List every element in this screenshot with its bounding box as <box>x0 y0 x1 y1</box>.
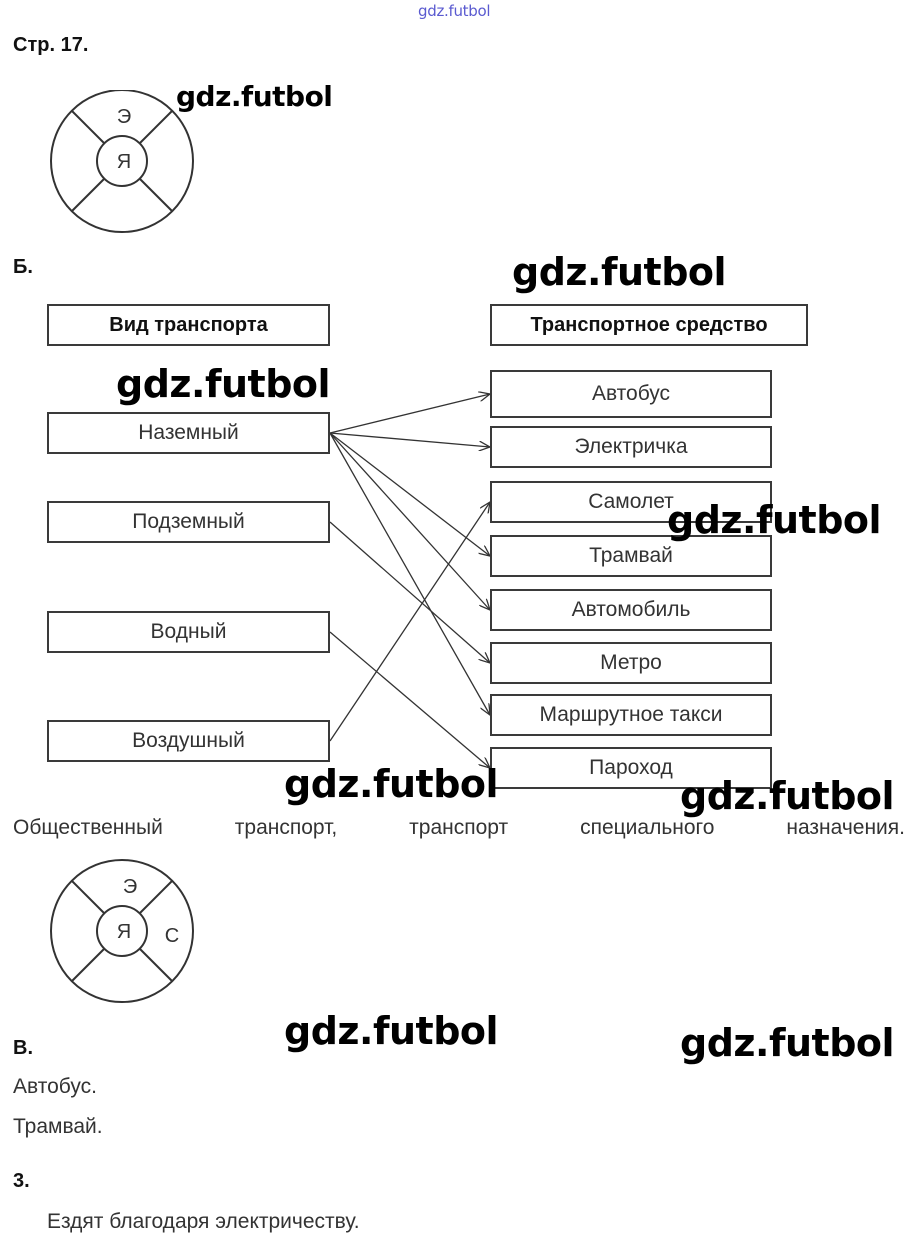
section-v-line: Автобус. <box>13 1075 97 1098</box>
left-item-podzemny: Подземный <box>47 501 330 543</box>
right-item-label: Автомобиль <box>571 598 691 621</box>
left-item-label: Водный <box>150 620 227 643</box>
right-item-marshrutnoe-taksi: Маршрутное такси <box>490 694 772 736</box>
sector-line <box>71 948 105 982</box>
inner-circle <box>96 905 148 957</box>
sector-line <box>71 178 105 212</box>
connector-arrow <box>329 432 490 556</box>
sector-line <box>139 178 173 212</box>
right-item-label: Пароход <box>589 756 673 779</box>
watermark: gdz.futbol <box>512 250 727 294</box>
right-item-label: Маршрутное такси <box>539 703 723 726</box>
summary-word: транспорт <box>409 816 509 839</box>
right-item-samolet: Самолет <box>490 481 772 523</box>
right-item-tramvay: Трамвай <box>490 535 772 577</box>
right-item-metro: Метро <box>490 642 772 684</box>
watermark: gdz.futbol <box>680 1021 895 1065</box>
section-v-label: В. <box>13 1037 33 1059</box>
right-item-elektrichka: Электричка <box>490 426 772 468</box>
watermark: gdz.futbol <box>284 762 499 806</box>
outer-circle <box>50 859 194 1003</box>
watermark: gdz.futbol <box>284 1009 499 1053</box>
right-item-avtomobil: Автомобиль <box>490 589 772 631</box>
left-item-label: Наземный <box>138 421 239 444</box>
watermark: gdz.futbol <box>176 80 333 113</box>
right-header-box: Транспортное средство <box>490 304 808 346</box>
circle-diagram-1: Э Я <box>50 90 194 233</box>
watermark: gdz.futbol <box>667 498 882 542</box>
right-item-avtobus: Автобус <box>490 370 772 418</box>
watermark: gdz.futbol <box>680 774 895 818</box>
connector-arrow <box>329 502 490 742</box>
sector-line <box>139 880 173 914</box>
left-item-label: Подземный <box>132 510 245 533</box>
connector-arrow <box>329 521 490 663</box>
circle2-right-label: С <box>165 925 179 947</box>
circle2-inner-label: Я <box>117 921 131 943</box>
inner-circle <box>96 135 148 187</box>
left-item-vozdushny: Воздушный <box>47 720 330 762</box>
section-v-line: Трамвай. <box>13 1115 103 1138</box>
connector-arrow <box>329 432 490 447</box>
left-header-box: Вид транспорта <box>47 304 330 346</box>
sector-line <box>71 110 105 144</box>
connector-arrow <box>329 432 490 610</box>
circle1-outer-label: Э <box>117 106 131 128</box>
right-item-label: Самолет <box>588 490 674 513</box>
left-item-nazemny: Наземный <box>47 412 330 454</box>
connector-arrow <box>329 432 490 715</box>
right-item-label: Метро <box>600 651 662 674</box>
right-item-parohod: Пароход <box>490 747 772 789</box>
circle1-inner-label: Я <box>117 151 131 173</box>
section-3-label: 3. <box>13 1170 30 1192</box>
sector-line <box>71 880 105 914</box>
summary-word: специального <box>580 816 715 839</box>
left-item-vodny: Водный <box>47 611 330 653</box>
connector-arrow <box>329 631 490 768</box>
outer-circle <box>50 90 194 233</box>
sector-line <box>139 948 173 982</box>
watermark: gdz.futbol <box>116 362 331 406</box>
top-watermark: gdz.futbol <box>418 2 491 20</box>
left-header-label: Вид транспорта <box>109 313 268 336</box>
summary-word: Общественный <box>13 816 163 839</box>
right-header-label: Транспортное средство <box>530 313 768 336</box>
circle2-outer-label: Э <box>123 876 137 898</box>
section-b-label: Б. <box>13 256 33 278</box>
page-heading: Стр. 17. <box>13 34 89 56</box>
right-item-label: Электричка <box>574 435 688 458</box>
right-item-label: Трамвай <box>589 544 673 567</box>
left-item-label: Воздушный <box>132 729 245 752</box>
summary-word: транспорт, <box>234 816 338 839</box>
summary-word: назначения. <box>786 816 905 839</box>
connector-arrow <box>329 394 490 434</box>
right-item-label: Автобус <box>591 382 671 405</box>
sector-line <box>139 110 173 144</box>
circle-diagram-2: Э Я С <box>50 859 194 1003</box>
summary-line: Общественный транспорт, транспорт специа… <box>13 816 905 846</box>
section-3-text: Ездят благодаря электричеству. <box>47 1210 360 1233</box>
